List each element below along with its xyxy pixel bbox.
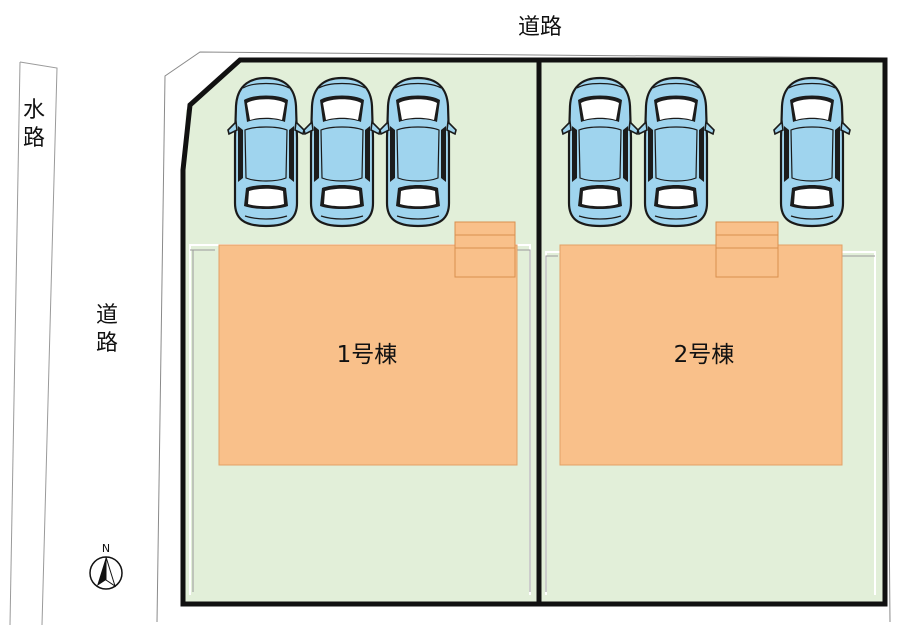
north-label: N xyxy=(102,542,110,555)
waterway xyxy=(9,61,58,626)
north-arrow-icon xyxy=(89,556,123,590)
setback-outline xyxy=(190,249,875,592)
entrance-steps-2 xyxy=(715,221,779,278)
building-1 xyxy=(218,244,518,466)
entrance-steps-1 xyxy=(454,221,516,278)
road-left-label-2: 路 xyxy=(96,331,118,356)
road-top-label: 道路 xyxy=(518,15,562,40)
building-2 xyxy=(559,244,843,466)
parking-car xyxy=(772,76,852,228)
lot-boundary-outer xyxy=(180,57,888,607)
waterway-label-1: 水 xyxy=(23,98,45,123)
parking-car xyxy=(560,76,640,228)
road-left-label-1: 道 xyxy=(96,303,118,328)
parking-car xyxy=(302,76,382,228)
waterway-label-2: 路 xyxy=(23,126,45,151)
parking-car xyxy=(378,76,458,228)
parking-car xyxy=(226,76,306,228)
building-1-label: 1号棟 xyxy=(337,342,398,368)
parking-car xyxy=(636,76,716,228)
building-2-label: 2号棟 xyxy=(674,342,735,368)
